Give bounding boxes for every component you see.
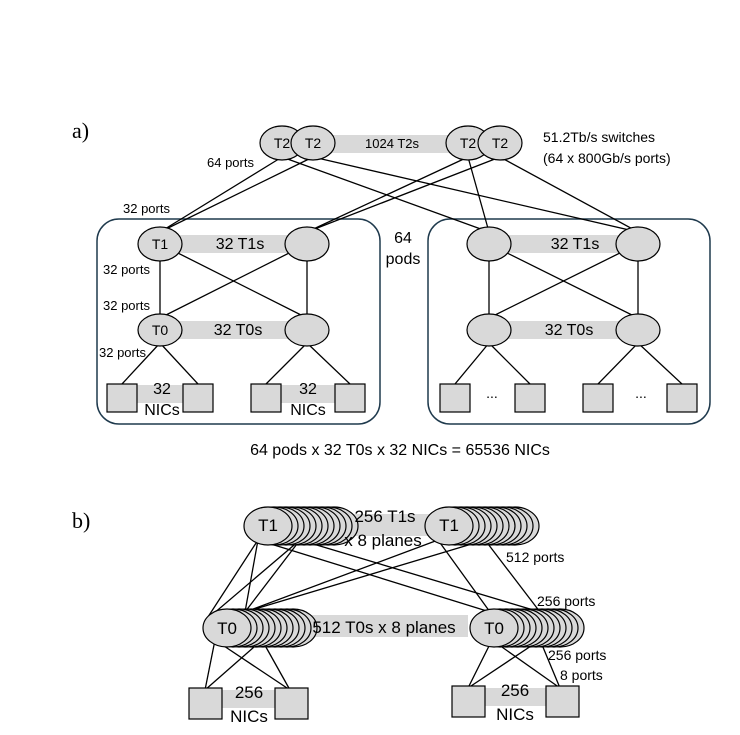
pods-count-line1: 64 — [394, 230, 412, 247]
ports-512-label: 512 ports — [506, 549, 564, 565]
t0-switch — [615, 313, 661, 347]
pod-right — [427, 218, 711, 425]
nic-box — [188, 687, 223, 720]
t1-count-label: 32 T1s — [551, 236, 600, 253]
nics-count-line2: NICs — [230, 707, 268, 726]
t0-bar-left — [178, 321, 290, 339]
nic-box — [106, 383, 138, 413]
switch-plane — [424, 506, 474, 546]
t1-bar-right — [507, 235, 621, 253]
ports-32-label: 32 ports — [123, 201, 170, 216]
t1-plane-stack — [243, 506, 359, 546]
t0-plane-stack — [202, 608, 318, 648]
t1-count-line2: x 8 planes — [344, 531, 422, 550]
ports-32-label: 32 ports — [103, 262, 150, 277]
t2-label: T2 — [460, 135, 477, 151]
nic-box — [182, 383, 214, 413]
panel-a-label: a) — [72, 118, 89, 143]
switch-spec-line1: 51.2Tb/s switches — [543, 129, 655, 145]
ports-32-label: 32 ports — [99, 345, 146, 360]
nic-box — [439, 383, 471, 413]
t2-label: T2 — [305, 135, 322, 151]
t0-bar-right — [507, 321, 621, 339]
ports-64-label: 64 ports — [207, 155, 254, 170]
ellipsis: ... — [486, 385, 498, 401]
switch-plane — [243, 506, 293, 546]
nics-count-line2: NICs — [290, 402, 326, 419]
t2-bar — [300, 135, 480, 153]
t0-switch — [137, 313, 183, 347]
t2-switch — [477, 125, 523, 161]
t2-count-label: 1024 T2s — [365, 136, 419, 151]
t1-switch — [137, 226, 183, 262]
nic-box — [250, 383, 282, 413]
nic-box — [582, 383, 614, 413]
nics-count-line1: 32 — [153, 381, 171, 398]
t0-count-label: 32 T0s — [214, 322, 263, 339]
switch-spec-line2: (64 x 800Gb/s ports) — [543, 150, 671, 166]
nic-box — [545, 685, 580, 718]
nics-count-line1: 256 — [501, 681, 529, 700]
ellipsis: ... — [635, 385, 647, 401]
t1-label: T1 — [258, 516, 278, 535]
t2-t1-links — [159, 156, 639, 233]
t0-count-label: 32 T0s — [545, 322, 594, 339]
switch-plane — [202, 608, 252, 648]
nic-bar — [205, 690, 287, 708]
pods-count-line2: pods — [386, 251, 421, 268]
nic-bar — [128, 385, 196, 403]
t1-t0-links — [205, 539, 541, 621]
ports-256-label: 256 ports — [537, 593, 595, 609]
panel-b-label: b) — [72, 508, 90, 533]
nics-count-line1: 256 — [235, 683, 263, 702]
t0-plane-stack — [469, 608, 585, 648]
total-nics-formula: 64 pods x 32 T0s x 32 NICs = 65536 NICs — [250, 442, 550, 459]
t2-label: T2 — [492, 135, 509, 151]
nics-count-line1: 32 — [299, 381, 317, 398]
t0-label: T0 — [217, 619, 237, 638]
ports-256-label: 256 ports — [548, 647, 606, 663]
t0-nic-links — [204, 639, 561, 691]
t0-plane-bar — [300, 615, 468, 637]
nic-box — [666, 383, 698, 413]
t0-switch — [284, 313, 330, 347]
t1-count-label: 32 T1s — [216, 236, 265, 253]
nics-count-line2: NICs — [496, 705, 534, 724]
t1-plane-stack — [424, 506, 540, 546]
t1-bar-left — [178, 235, 290, 253]
t2-switch — [290, 125, 336, 161]
nic-box — [274, 687, 309, 720]
ports-8-label: 8 ports — [560, 667, 603, 683]
t1-label: T1 — [439, 516, 459, 535]
nic-box — [451, 685, 486, 718]
pod-left — [96, 218, 381, 425]
switch-plane — [469, 608, 519, 648]
t0-label: T0 — [152, 322, 169, 338]
t0-count-label: 512 T0s x 8 planes — [312, 618, 455, 637]
t2-label: T2 — [274, 135, 291, 151]
t1-switch — [284, 226, 330, 262]
ports-32-label: 32 ports — [103, 298, 150, 313]
nic-bar — [274, 385, 342, 403]
nic-box — [334, 383, 366, 413]
nic-bar — [470, 688, 562, 706]
t1-switch — [466, 226, 512, 262]
nics-count-line2: NICs — [144, 402, 180, 419]
t1-switch — [615, 226, 661, 262]
t1-count-line1: 256 T1s — [354, 507, 415, 526]
t0-label: T0 — [484, 619, 504, 638]
nic-box — [514, 383, 546, 413]
t1-label: T1 — [152, 236, 169, 252]
t0-switch — [466, 313, 512, 347]
